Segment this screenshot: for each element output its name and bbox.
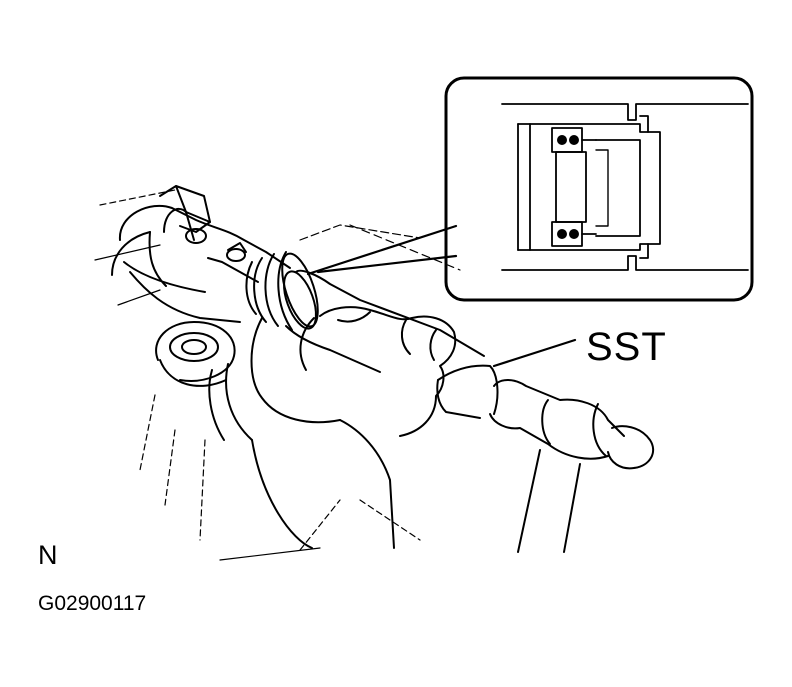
rack-housing: [112, 206, 290, 322]
background-housing-outline: [95, 190, 460, 560]
sst-label: SST: [586, 325, 667, 369]
note-label: N: [38, 540, 58, 570]
figure-code: G02900117: [38, 592, 147, 615]
sst-leader-line: [494, 340, 575, 366]
detail-inset: [446, 78, 752, 300]
mounting-clamp: [150, 186, 210, 286]
mount-bushing: [156, 322, 235, 386]
detail-leader-lines: [308, 226, 456, 274]
hammer: [490, 380, 653, 552]
hand: [209, 307, 455, 548]
sst-driver-tube: [278, 267, 498, 418]
